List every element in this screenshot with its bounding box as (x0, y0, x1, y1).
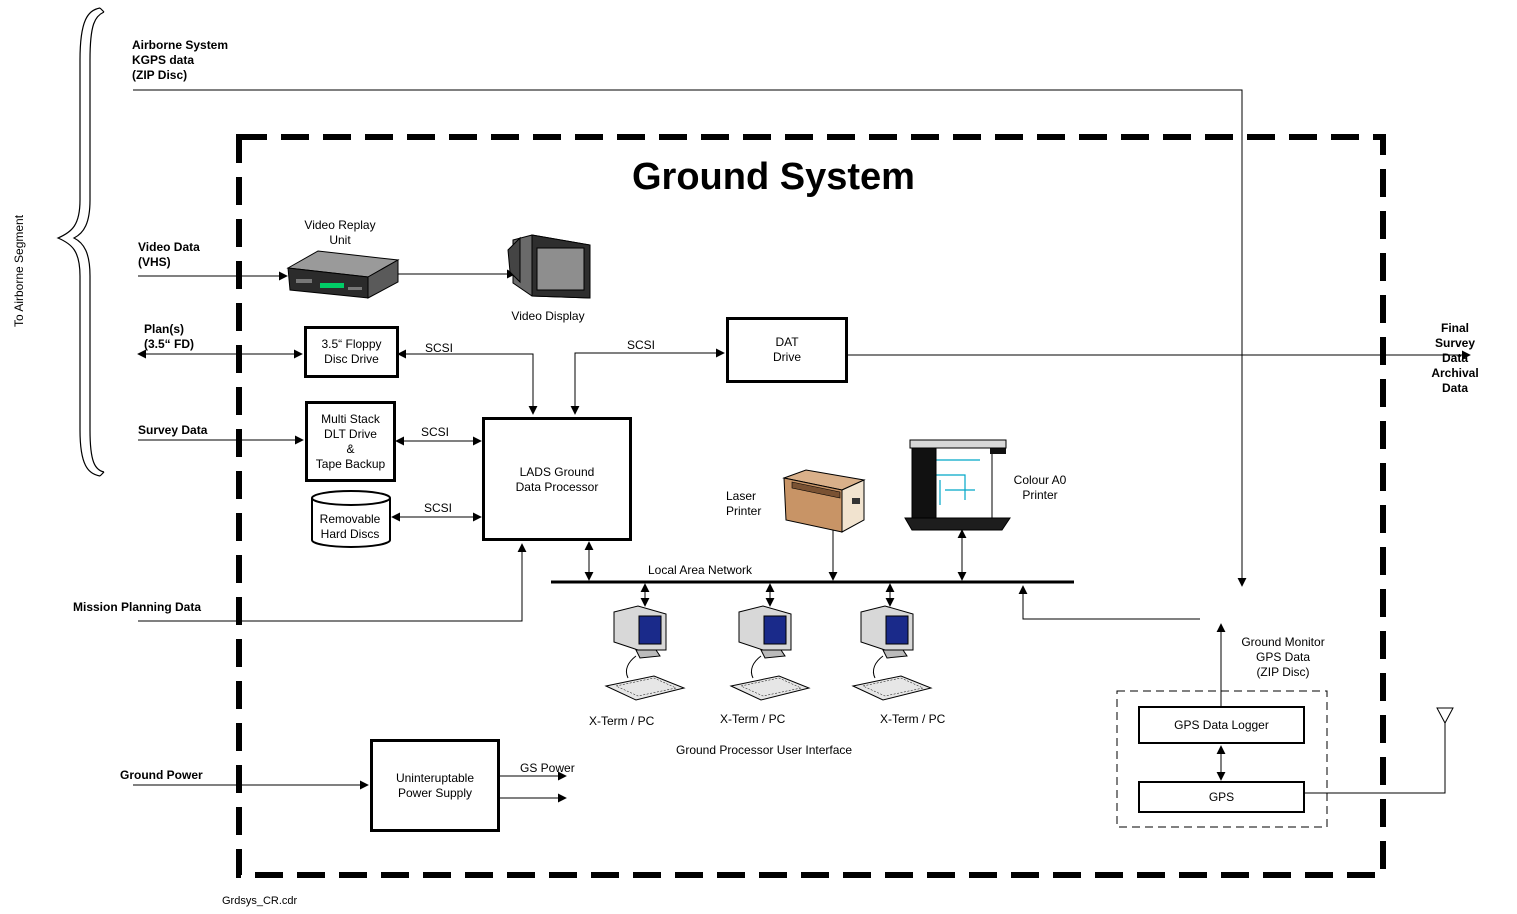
laser-printer-icon (782, 469, 866, 533)
xterm-label-1: X-Term / PC (589, 714, 655, 728)
scsi-dlt-label: SCSI (421, 425, 450, 439)
gs-power-label: GS Power (520, 761, 575, 775)
workstation-icon-3 (851, 605, 933, 701)
side-label: To Airborne Segment (12, 214, 26, 327)
colour-printer-icon (904, 439, 1011, 531)
ups-box: Uninteruptable Power Supply (370, 739, 500, 832)
mission-planning-label: Mission Planning Data (73, 600, 202, 614)
laser-printer-label: Laser Printer (726, 489, 762, 518)
video-data-label: Video Data (VHS) (138, 240, 200, 269)
hard-disc-icon (311, 490, 391, 548)
airborne-brace (56, 7, 101, 477)
scsi-floppy-label: SCSI (425, 341, 454, 355)
survey-data-label: Survey Data (138, 423, 208, 437)
video-display-label: Video Display (511, 309, 585, 323)
hard-disc-label: Removable Hard Discs (319, 512, 381, 541)
workstation-icon-1 (604, 605, 686, 701)
plans-label: Plan(s) (3.5“ FD) (144, 322, 195, 351)
gpui-label: Ground Processor User Interface (676, 743, 853, 757)
gps-box: GPS (1138, 781, 1305, 813)
ground-system-boundary (236, 134, 1386, 878)
dat-drive-box: DAT Drive (726, 317, 848, 383)
dlt-drive-box: Multi Stack DLT Drive & Tape Backup (305, 401, 396, 482)
workstation-icon-2 (729, 605, 811, 701)
footer-filename: Grdsys_CR.cdr (222, 895, 298, 907)
diagram-title: Ground System (632, 156, 915, 198)
processor-box: LADS Ground Data Processor (482, 417, 632, 541)
xterm-label-3: X-Term / PC (880, 712, 946, 726)
ground-monitor-label: Ground Monitor GPS Data (ZIP Disc) (1241, 635, 1325, 679)
tv-icon (507, 234, 591, 299)
gps-subsystem-boundary (1116, 690, 1328, 828)
xterm-label-2: X-Term / PC (720, 712, 786, 726)
lan-label: Local Area Network (648, 563, 753, 577)
floppy-drive-box: 3.5“ Floppy Disc Drive (304, 326, 399, 378)
vru-label: Video Replay Unit (304, 218, 376, 247)
airborne-label: Airborne System KGPS data (ZIP Disc) (132, 38, 229, 82)
vcr-icon (286, 250, 400, 299)
antenna-icon (1436, 707, 1454, 725)
scsi-hdd-label: SCSI (424, 501, 453, 515)
archival-label: Final Survey Data Archival Data (1431, 321, 1479, 395)
gps-logger-box: GPS Data Logger (1138, 706, 1305, 744)
ground-power-label: Ground Power (120, 768, 203, 782)
scsi-dat-label: SCSI (627, 338, 656, 352)
colour-printer-label: Colour A0 Printer (1013, 473, 1067, 502)
